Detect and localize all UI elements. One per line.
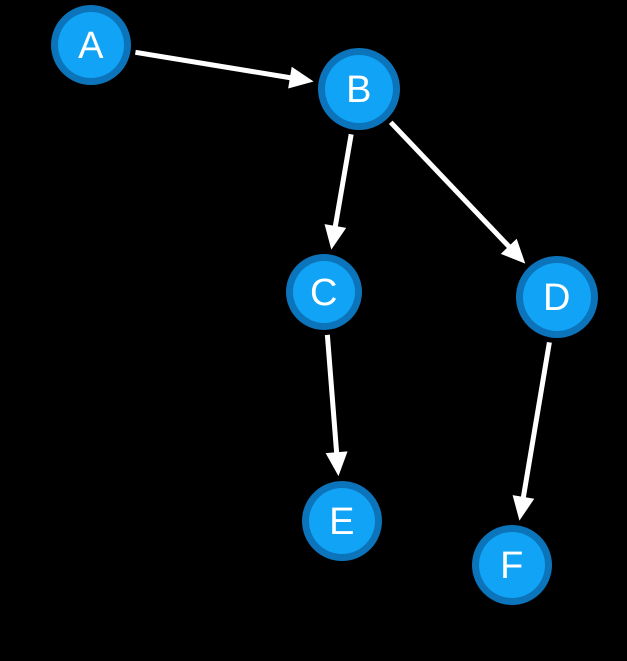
edge-b-to-d[interactable] bbox=[388, 120, 526, 264]
graph-node-a[interactable]: A bbox=[51, 5, 131, 85]
node-label: D bbox=[543, 277, 571, 319]
node-fill bbox=[325, 55, 393, 123]
graph-node-f[interactable]: F bbox=[472, 525, 552, 605]
node-label: F bbox=[500, 545, 524, 587]
edge-line bbox=[135, 49, 293, 81]
node-fill bbox=[293, 261, 355, 323]
arrowhead-icon bbox=[512, 495, 535, 521]
arrowhead-icon bbox=[500, 238, 526, 264]
graph-node-b[interactable]: B bbox=[318, 48, 400, 130]
graph-node-c[interactable]: C bbox=[286, 254, 362, 330]
node-fill bbox=[523, 263, 591, 331]
edge-line bbox=[520, 341, 552, 500]
arrowhead-icon bbox=[324, 224, 347, 250]
edge-a-to-b[interactable] bbox=[135, 49, 314, 89]
edge-d-to-f[interactable] bbox=[512, 341, 552, 521]
node-fill bbox=[479, 532, 545, 598]
edge-b-to-c[interactable] bbox=[324, 133, 354, 250]
node-label: B bbox=[346, 69, 372, 111]
edge-c-to-e[interactable] bbox=[324, 334, 348, 477]
graph-node-e[interactable]: E bbox=[302, 481, 382, 561]
node-fill bbox=[309, 488, 375, 554]
arrowhead-icon bbox=[325, 451, 348, 477]
graph-node-d[interactable]: D bbox=[516, 256, 598, 338]
edge-line bbox=[388, 120, 512, 250]
edge-line bbox=[332, 133, 354, 229]
edge-line bbox=[324, 334, 340, 455]
node-label: C bbox=[310, 272, 338, 314]
node-layer: A B C D E F bbox=[51, 5, 598, 605]
edge-layer bbox=[135, 49, 552, 521]
arrowhead-icon bbox=[288, 66, 314, 89]
node-label: E bbox=[329, 501, 355, 543]
node-label: A bbox=[78, 25, 104, 67]
node-fill bbox=[58, 12, 124, 78]
